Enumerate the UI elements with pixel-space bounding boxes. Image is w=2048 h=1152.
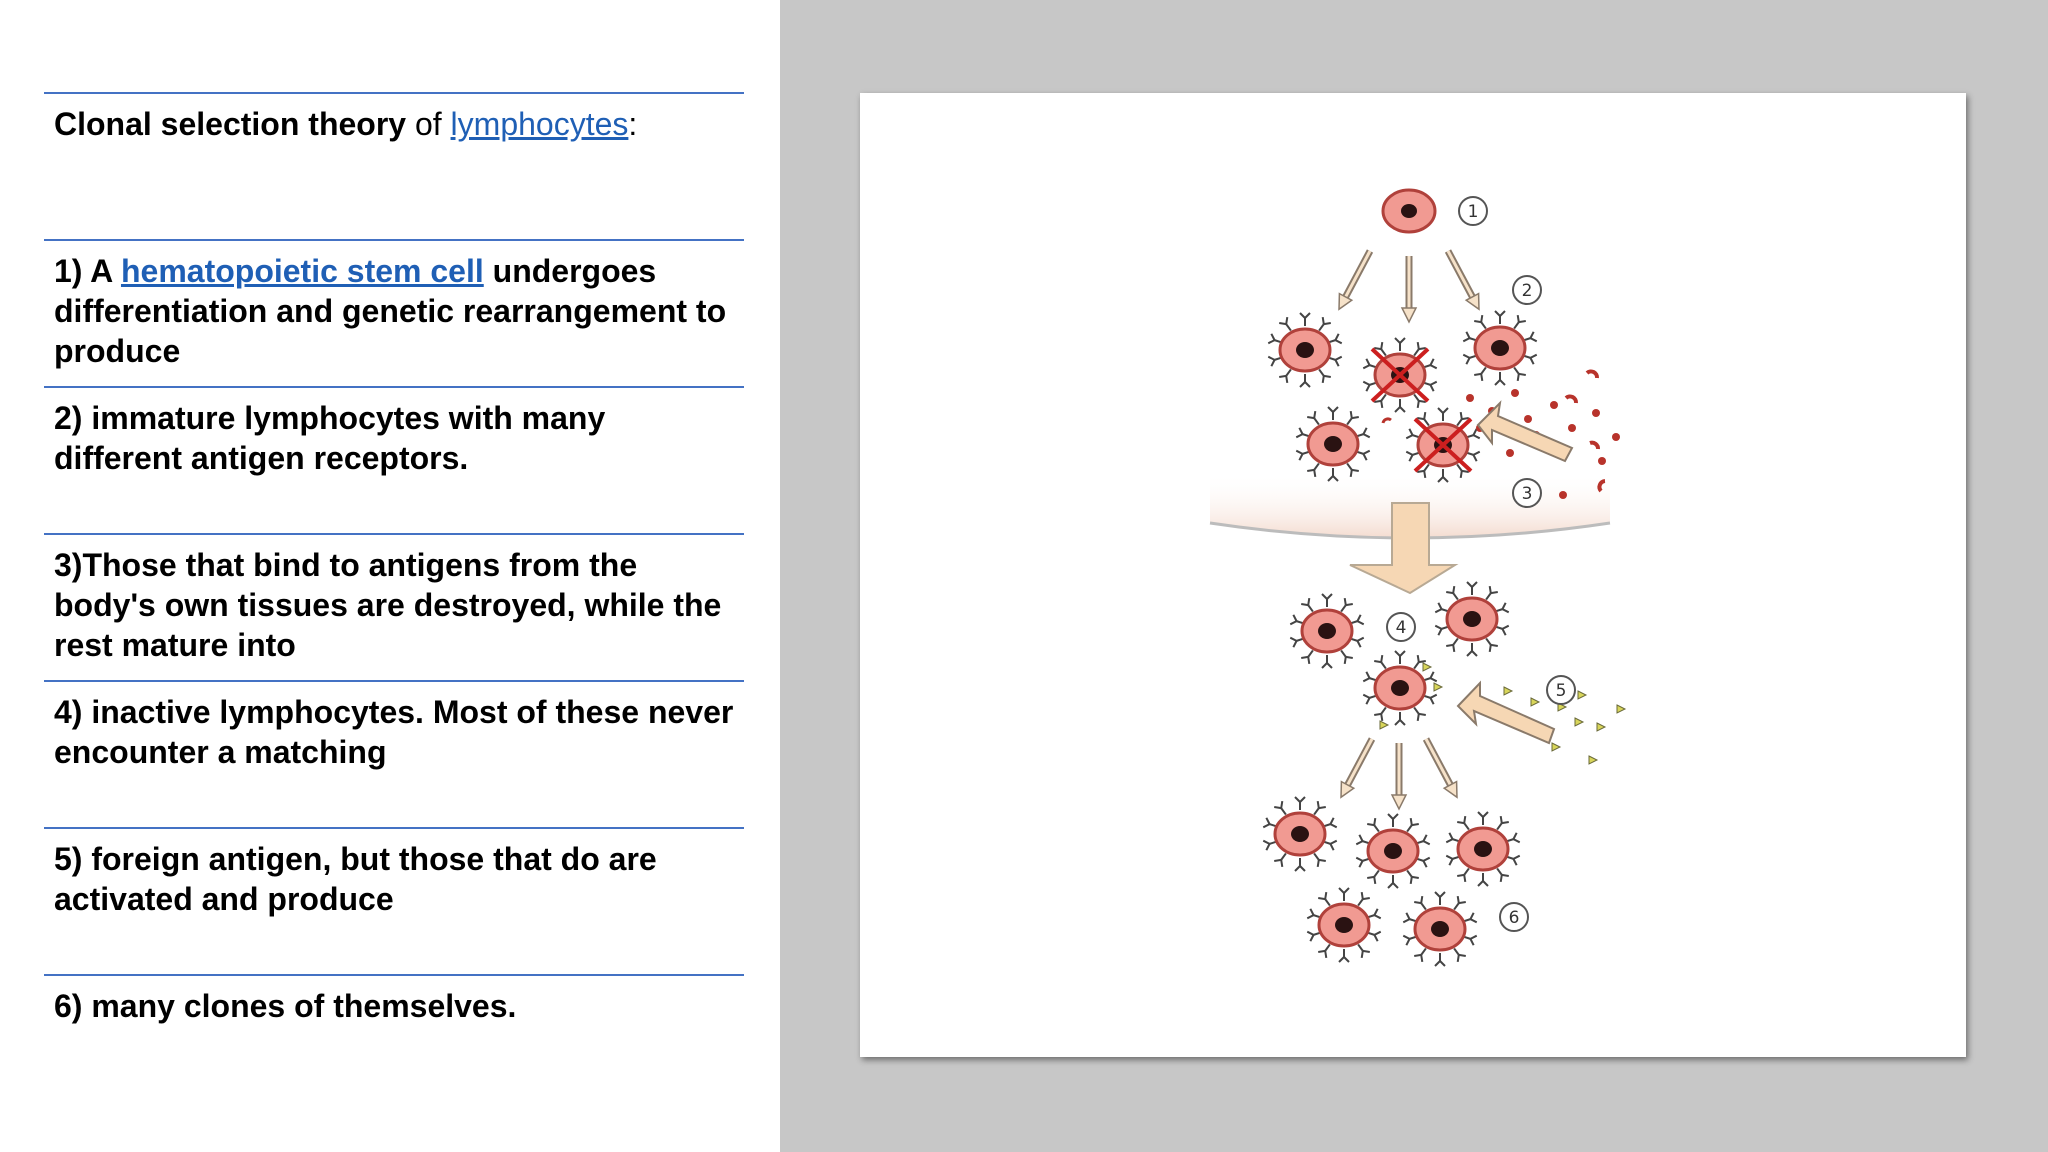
step-3-row: 3)Those that bind to antigens from the b… [44,533,744,680]
step-marker-6: 6 [1499,902,1529,932]
step-1-row: 1) A hematopoietic stem cell undergoes d… [44,239,744,386]
maturation-arrow [1349,502,1459,595]
differentiation-arrow-right [1442,248,1485,313]
immature-lymphocyte [1296,407,1369,481]
differentiation-arrow-center [1402,256,1416,322]
clone-lymphocyte [1307,888,1380,962]
slide-title: Clonal selection theory of lymphocytes: [44,92,744,239]
immature-lymphocyte [1463,311,1536,385]
step-5-row: 5) foreign antigen, but those that do ar… [44,827,744,974]
title-bold: Clonal selection theory [54,106,407,142]
svg-text:3: 3 [1522,484,1533,504]
svg-text:5: 5 [1556,681,1567,701]
differentiation-arrow-left [1333,248,1376,313]
svg-text:1: 1 [1468,202,1479,222]
destroyed-lymphocyte [1406,408,1479,482]
step-3-text: 3)Those that bind to antigens from the b… [54,547,722,663]
step-4-text: 4) inactive lymphocytes. Most of these n… [54,694,734,770]
title-connector: of [406,106,451,142]
lymphocytes-link[interactable]: lymphocytes [450,106,629,142]
step-marker-1: 1 [1458,196,1488,226]
step-1-text: undergoes differentiation and genetic re… [54,253,727,369]
svg-text:4: 4 [1396,618,1407,638]
proliferation-arrow-center [1392,743,1406,809]
step-2-text: 2) immature lymphocytes with many differ… [54,400,606,476]
text-panel: Clonal selection theory of lymphocytes: … [0,0,780,1152]
immature-lymphocyte [1268,313,1341,387]
svg-text:2: 2 [1522,281,1533,301]
step-marker-5: 5 [1546,675,1576,705]
proliferation-arrow-left [1335,736,1378,801]
self-antigen-binding-arrow [1476,400,1574,463]
step-marker-2: 2 [1512,275,1542,305]
hematopoietic-stem-cell-link[interactable]: hematopoietic stem cell [120,253,484,289]
activated-lymphocyte [1363,651,1436,725]
clone-lymphocyte [1403,892,1476,966]
proliferation-arrow-right [1420,736,1463,801]
step-6-text: 6) many clones of themselves. [54,988,517,1024]
title-colon: : [628,106,638,142]
step-marker-4: 4 [1386,612,1416,642]
clone-lymphocyte [1446,812,1519,886]
step-6-row: 6) many clones of themselves. [44,974,744,1094]
step-2-row: 2) immature lymphocytes with many differ… [44,386,744,533]
step-marker-3: 3 [1512,478,1542,508]
inactive-lymphocyte [1290,594,1363,668]
clone-lymphocyte [1356,814,1429,888]
clonal-selection-diagram: 1 2 [860,93,1966,1057]
diagram-svg: 1 2 [1209,188,1627,1057]
clone-lymphocyte [1263,797,1336,871]
svg-text:6: 6 [1509,908,1520,928]
inactive-lymphocyte [1435,582,1508,656]
foreign-antigen-binding-arrow [1456,680,1556,745]
step-1-prefix: 1) A [54,253,121,289]
step-5-text: 5) foreign antigen, but those that do ar… [54,841,657,917]
stem-cell [1381,188,1437,234]
destroyed-lymphocyte [1363,338,1436,412]
step-4-row: 4) inactive lymphocytes. Most of these n… [44,680,744,827]
